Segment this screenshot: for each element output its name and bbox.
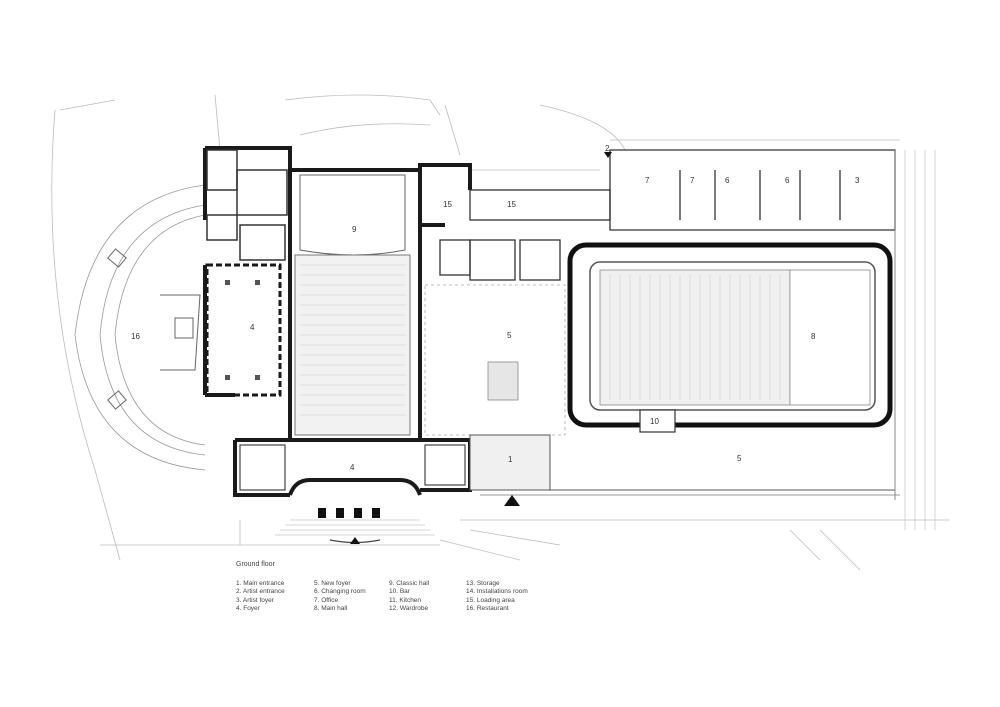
legend-item: 1. Main entrance xyxy=(236,580,285,587)
restaurant-counter xyxy=(107,248,201,410)
room-label: 9 xyxy=(352,225,357,234)
legend-column: 13. Storage 14. Installations room 15. L… xyxy=(466,580,528,613)
room-label: 5 xyxy=(507,331,512,340)
room-label: 7 xyxy=(690,176,695,185)
room-label: 4 xyxy=(350,463,355,472)
restaurant-terrace xyxy=(74,184,206,471)
legend-item: 16. Restaurant xyxy=(466,604,509,612)
entrance-arrows xyxy=(350,152,612,544)
site-context xyxy=(51,94,950,571)
room-label: 1 xyxy=(508,455,513,464)
legend-item: 10. Bar xyxy=(389,588,410,596)
room-label: 2 xyxy=(605,144,610,153)
room-label: 6 xyxy=(785,176,790,185)
new-foyer-area xyxy=(424,284,566,491)
room-label: 5 xyxy=(737,454,742,463)
room-label: 6 xyxy=(725,176,730,185)
legend-item: 5. New foyer xyxy=(314,580,351,587)
room-label: 3 xyxy=(855,176,860,185)
legend-item: 4. Foyer xyxy=(236,604,260,612)
legend-column: 1. Main entrance 2. Artist entrance 3. A… xyxy=(236,580,285,613)
room-label: 4 xyxy=(250,323,255,332)
room-label: 10 xyxy=(650,417,659,426)
room-labels: 1 2 3 4 4 5 5 6 6 7 7 8 9 10 15 15 16 xyxy=(131,144,860,472)
room-label: 15 xyxy=(507,200,516,209)
legend-item: 9. Classic hall xyxy=(389,580,430,587)
room-label: 16 xyxy=(131,332,140,341)
upper-left-rooms xyxy=(206,149,288,261)
legend-item: 11. Kitchen xyxy=(389,596,422,604)
legend-item: 12. Wardrobe xyxy=(389,604,429,612)
entrance-columns xyxy=(318,508,380,518)
legend-column: 5. New foyer 6. Changing room 7. Office … xyxy=(314,580,366,613)
legend-item: 13. Storage xyxy=(466,580,500,587)
legend-item: 15. Loading area xyxy=(466,596,515,604)
legend-item: 2. Artist entrance xyxy=(236,588,285,596)
legend-item: 3. Artist foyer xyxy=(236,596,274,604)
legend-item: 7. Office xyxy=(314,596,339,604)
room-label: 8 xyxy=(811,332,816,341)
foyer-left-columns xyxy=(225,280,260,380)
legend-item: 8. Main hall xyxy=(314,604,348,612)
foyer-left xyxy=(205,263,282,397)
room-label: 15 xyxy=(443,200,452,209)
classic-hall xyxy=(294,174,411,436)
room-label: 7 xyxy=(645,176,650,185)
main-hall xyxy=(567,242,893,433)
new-wing-walls xyxy=(439,149,896,281)
lower-band xyxy=(480,150,936,530)
plan-title: Ground floor xyxy=(236,561,275,568)
legend-column: 9. Classic hall 10. Bar 11. Kitchen 12. … xyxy=(389,580,429,613)
legend-item: 6. Changing room xyxy=(314,588,366,596)
legend-item: 14. Installations room xyxy=(466,588,528,596)
entrance-steps xyxy=(275,519,435,536)
